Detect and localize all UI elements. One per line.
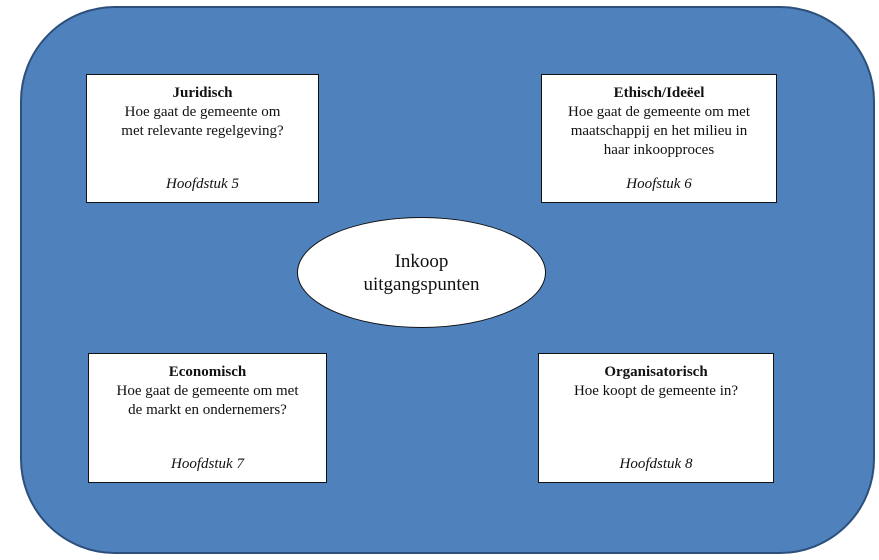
- box-text-line: met relevante regelgeving?: [121, 123, 284, 139]
- box-organisatorisch: Organisatorisch Hoe koopt de gemeente in…: [538, 353, 774, 483]
- box-title: Economisch: [168, 364, 247, 380]
- box-text-line: de markt en ondernemers?: [128, 402, 287, 418]
- box-title: Organisatorisch: [604, 364, 708, 380]
- center-label-line2: uitgangspunten: [363, 273, 480, 295]
- box-title: Juridisch: [172, 85, 233, 101]
- box-text-line: Hoe gaat de gemeente om: [124, 104, 281, 120]
- box-economisch: Economisch Hoe gaat de gemeente om met d…: [88, 353, 327, 483]
- center-ellipse: Inkoop uitgangspunten: [297, 217, 546, 328]
- box-chapter: Hoofdstuk 5: [166, 176, 239, 192]
- box-text-line: Hoe koopt de gemeente in?: [573, 383, 739, 399]
- box-text-line: Hoe gaat de gemeente om met: [116, 383, 299, 399]
- box-title: Ethisch/Ideëel: [613, 85, 705, 101]
- box-text-line: Hoe gaat de gemeente om met: [567, 104, 750, 120]
- center-label-line1: Inkoop: [394, 250, 449, 272]
- box-text-line: maatschappij en het milieu in: [570, 123, 748, 139]
- box-chapter: Hoofdstuk 7: [171, 456, 244, 472]
- box-chapter: Hoofdstuk 8: [619, 456, 693, 472]
- box-text-line: haar inkoopproces: [603, 142, 715, 158]
- box-juridisch: Juridisch Hoe gaat de gemeente om met re…: [86, 74, 319, 203]
- box-chapter: Hoofstuk 6: [626, 176, 692, 192]
- box-ethisch-ideeel: Ethisch/Ideëel Hoe gaat de gemeente om m…: [541, 74, 777, 203]
